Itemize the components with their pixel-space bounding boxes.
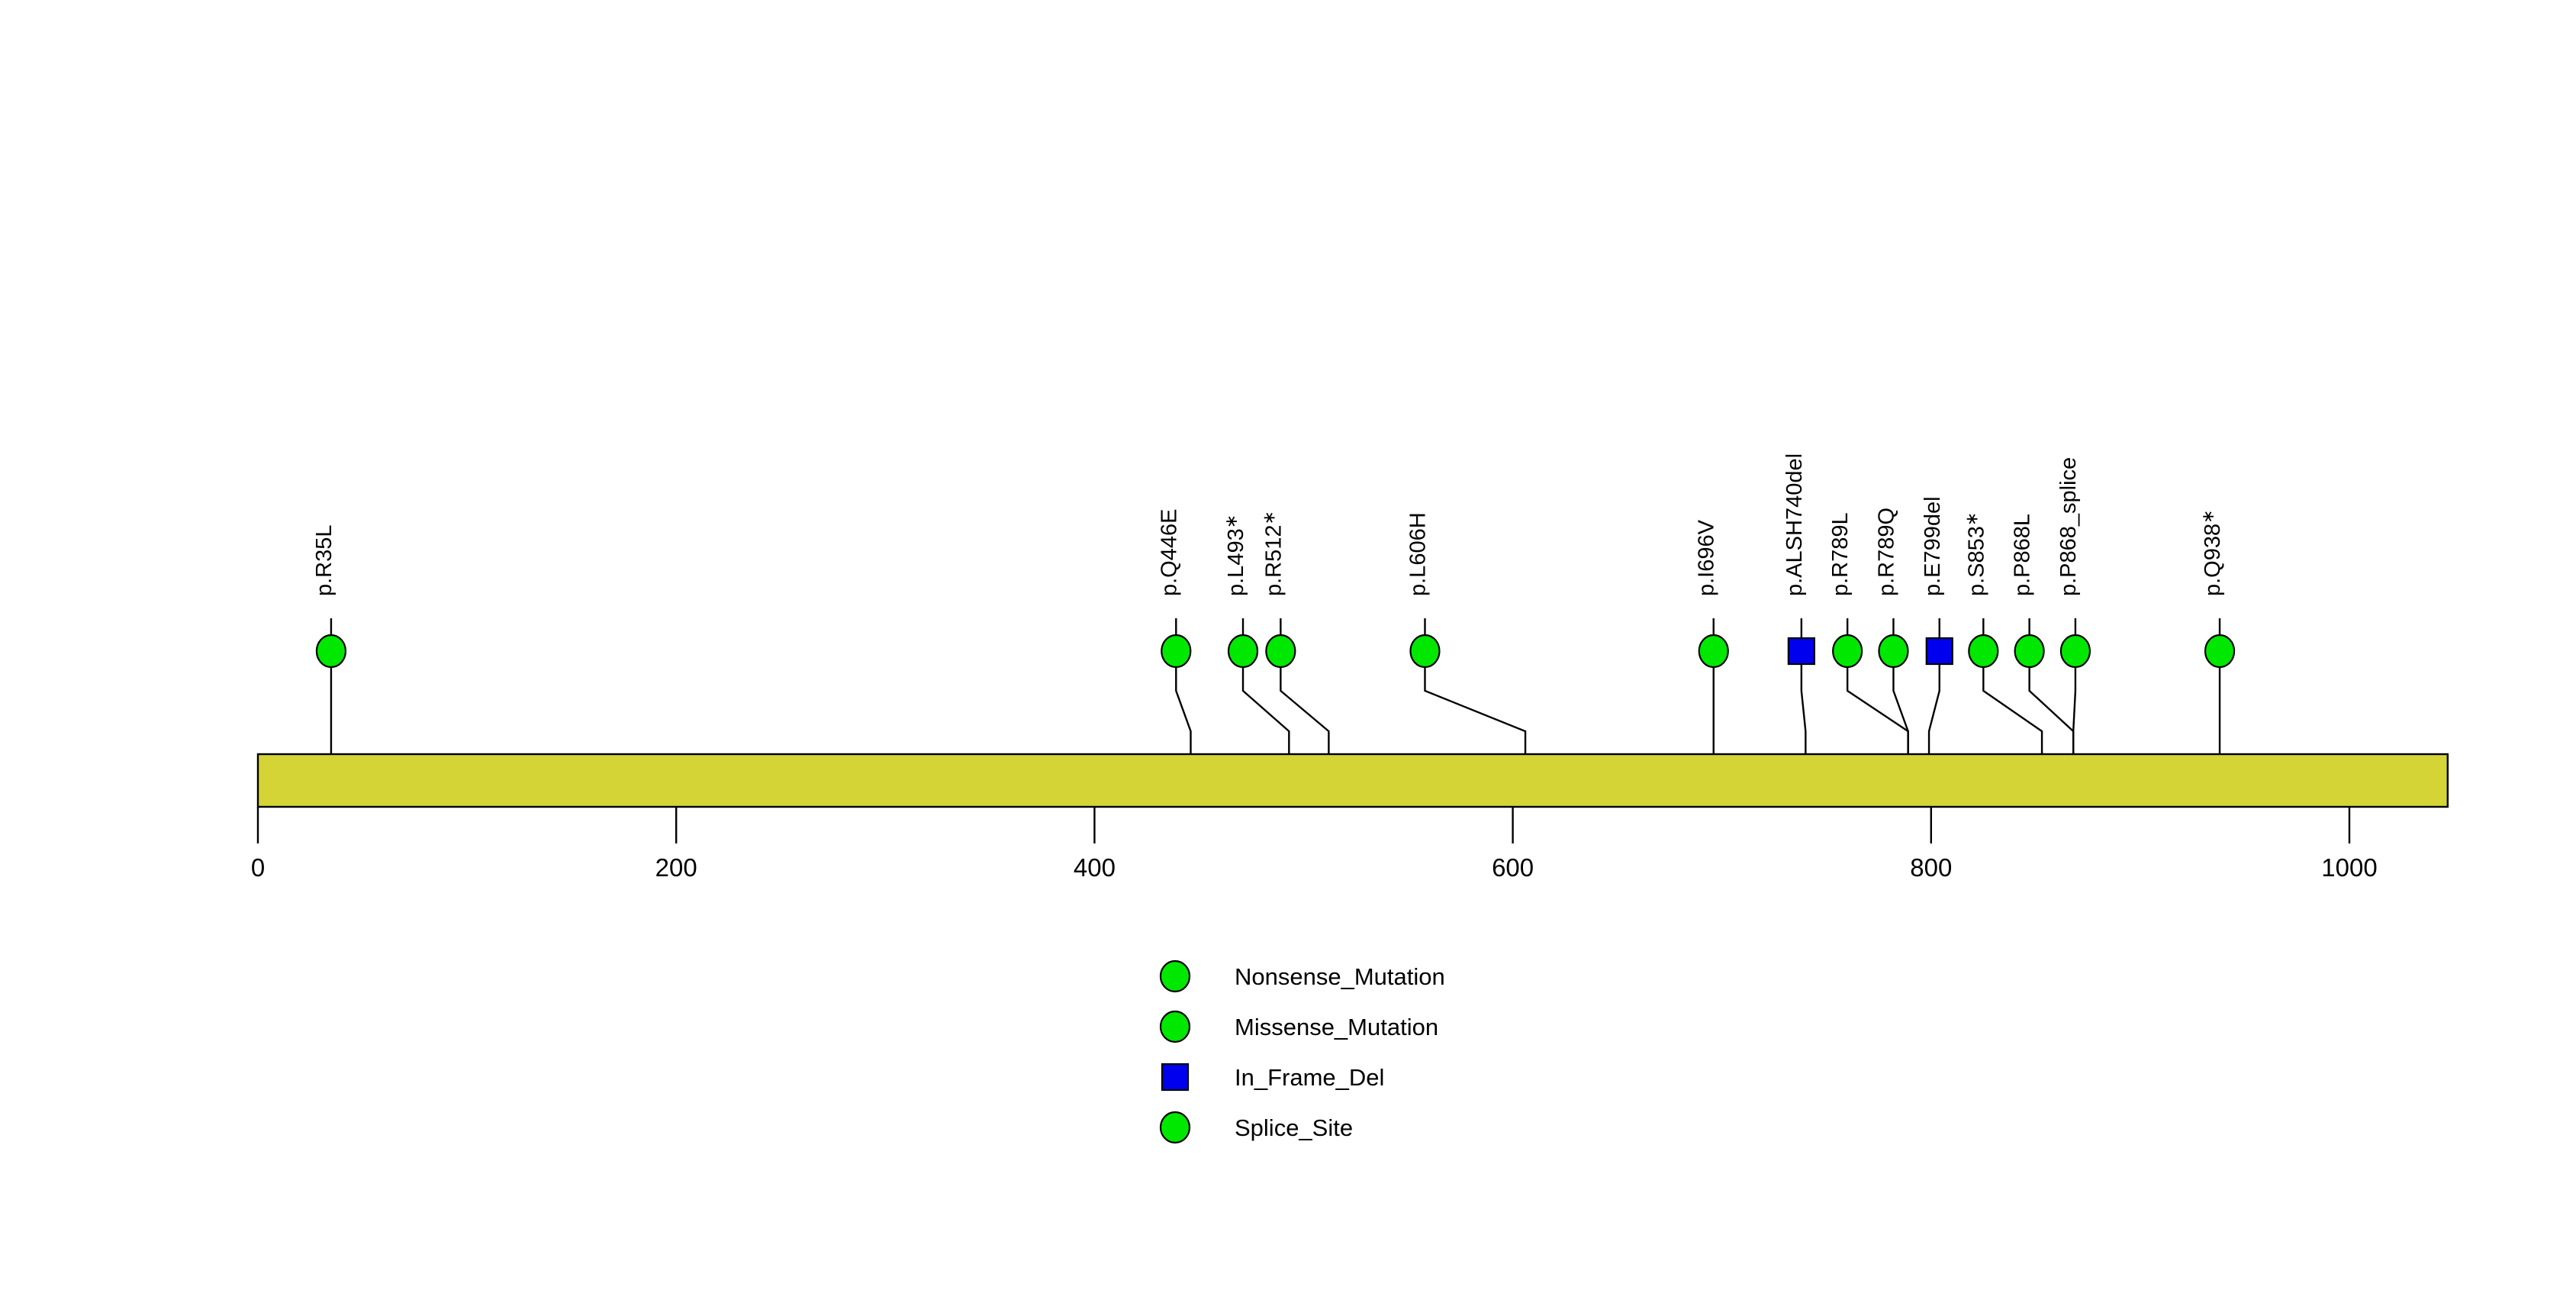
legend-swatch-nonsense-mutation bbox=[1159, 959, 1191, 993]
mutation-label-text: p.Q938∗ bbox=[2198, 509, 2225, 596]
axis-tick-label-800: 800 bbox=[1910, 853, 1952, 882]
mutation-label-asterisk: ∗ bbox=[1222, 514, 1241, 528]
mutation-label-base: p.R512 bbox=[1261, 524, 1286, 596]
lollipop-head-p-q938-[interactable]: p.Q938* bbox=[2204, 634, 2236, 669]
axis-tick-label-0: 0 bbox=[251, 853, 265, 882]
mutation-label-text: p.Q446E bbox=[1157, 509, 1181, 596]
lollipop-head-p-l606h[interactable]: p.L606H bbox=[1409, 634, 1441, 669]
mutation-label-text: p.I696V bbox=[1695, 519, 1719, 596]
legend-label-missense-mutation: Missense_Mutation bbox=[1235, 1014, 1438, 1040]
lollipop-head-p-s853-[interactable]: p.S853* bbox=[1968, 634, 1999, 669]
lollipop-heads-group: p.R35L p.Q446E p.L493*p.R512* p.L606H p.I696… bbox=[315, 634, 2236, 669]
mutation-label-p-l493-: p.L493∗ bbox=[1222, 514, 1248, 596]
mutation-label-text: p.R35L bbox=[312, 524, 336, 596]
legend-label-in-frame-del: In_Frame_Del bbox=[1235, 1064, 1384, 1091]
mutation-label-p-q938-: p.Q938∗ bbox=[2198, 509, 2225, 596]
legend-item-nonsense-mutation[interactable]: Nonsense_Mutation bbox=[1159, 959, 1445, 993]
legend-label-splice-site: Splice_Site bbox=[1235, 1114, 1353, 1141]
lollipop-head-p-r512-[interactable]: p.R512* bbox=[1265, 634, 1296, 669]
lollipop-head-p-r35l[interactable]: p.R35L bbox=[315, 634, 347, 669]
legend-item-in-frame-del[interactable]: In_Frame_Del bbox=[1161, 1063, 1384, 1092]
legend-swatch-in-frame-del bbox=[1161, 1063, 1190, 1092]
mutation-label-p-l606h: p.L606H bbox=[1406, 512, 1430, 596]
mutation-label-p-r35l: p.R35L bbox=[312, 524, 336, 596]
lollipop-head-p-p868-splice[interactable]: p.P868_splice bbox=[2059, 634, 2091, 669]
mutation-label-p-q446e: p.Q446E bbox=[1157, 509, 1181, 596]
lollipop-head-p-q446e[interactable]: p.Q446E bbox=[1161, 634, 1192, 669]
x-axis-group: 0 200 400 600 800 1000 bbox=[251, 807, 2378, 882]
mutation-label-p-e799del: p.E799del bbox=[1921, 496, 1945, 596]
lollipop-head-p-i696v[interactable]: p.I696V bbox=[1698, 634, 1729, 669]
mutation-label-asterisk: ∗ bbox=[1259, 511, 1278, 524]
mutation-label-text: p.R789L bbox=[1828, 512, 1853, 596]
mutation-label-base: p.Q938 bbox=[2201, 524, 2225, 596]
mutation-label-asterisk: ∗ bbox=[1962, 512, 1981, 526]
mutation-label-text: p.S853∗ bbox=[1962, 512, 1988, 596]
mutation-label-p-i696v: p.I696V bbox=[1695, 519, 1719, 596]
mutation-label-text: p.L606H bbox=[1406, 512, 1430, 596]
mutation-label-p-alsh740del: p.ALSH740del bbox=[1782, 453, 1807, 596]
mutation-label-text: p.P868L bbox=[2011, 514, 2035, 596]
mutation-label-text: p.ALSH740del bbox=[1782, 453, 1807, 596]
mutation-label-p-r512-: p.R512∗ bbox=[1259, 511, 1286, 596]
lollipop-head-p-r789l[interactable]: p.R789L bbox=[1832, 634, 1863, 669]
mutation-label-p-r789q: p.R789Q bbox=[1874, 508, 1898, 596]
mutation-label-text: p.L493∗ bbox=[1222, 514, 1248, 596]
legend-swatch-missense-mutation bbox=[1159, 1010, 1191, 1043]
lollipop-head-p-r789q[interactable]: p.R789Q bbox=[1878, 634, 1909, 669]
lollipop-head-p-p868l[interactable]: p.P868L bbox=[2014, 634, 2045, 669]
legend-swatch-splice-site bbox=[1159, 1111, 1191, 1144]
mutation-label-text: p.P868_splice bbox=[2056, 457, 2081, 596]
axis-tick-label-1000: 1000 bbox=[2321, 853, 2377, 882]
axis-tick-label-200: 200 bbox=[655, 853, 697, 882]
mutation-label-p-p868-splice: p.P868_splice bbox=[2056, 457, 2081, 596]
legend-label-nonsense-mutation: Nonsense_Mutation bbox=[1235, 963, 1445, 990]
protein-backbone-bar bbox=[256, 753, 2449, 808]
lollipop-head-p-l493-[interactable]: p.L493* bbox=[1227, 634, 1259, 669]
protein-backbone-group bbox=[256, 753, 2449, 808]
axis-tick-label-600: 600 bbox=[1492, 853, 1534, 882]
lollipop-head-p-e799del[interactable]: p.E799del bbox=[1925, 637, 1953, 666]
mutation-label-base: p.S853 bbox=[1964, 526, 1988, 596]
mutation-label-base: p.L493 bbox=[1224, 528, 1248, 596]
mutation-label-text: p.R789Q bbox=[1874, 508, 1898, 596]
legend-group: Nonsense_MutationMissense_MutationIn_Fra… bbox=[1159, 959, 1445, 1144]
mutation-label-p-p868l: p.P868L bbox=[2011, 514, 2035, 596]
mutation-label-text: p.R512∗ bbox=[1259, 511, 1286, 596]
legend-item-missense-mutation[interactable]: Missense_Mutation bbox=[1159, 1010, 1438, 1043]
mutation-label-p-s853-: p.S853∗ bbox=[1962, 512, 1988, 596]
lollipop-head-p-alsh740del[interactable]: p.ALSH740del bbox=[1787, 637, 1815, 666]
mutation-label-asterisk: ∗ bbox=[2198, 509, 2217, 523]
mutation-label-p-r789l: p.R789L bbox=[1828, 512, 1853, 596]
mutation-label-text: p.E799del bbox=[1921, 496, 1945, 596]
axis-tick-label-400: 400 bbox=[1074, 853, 1116, 882]
legend-item-splice-site[interactable]: Splice_Site bbox=[1159, 1111, 1353, 1144]
